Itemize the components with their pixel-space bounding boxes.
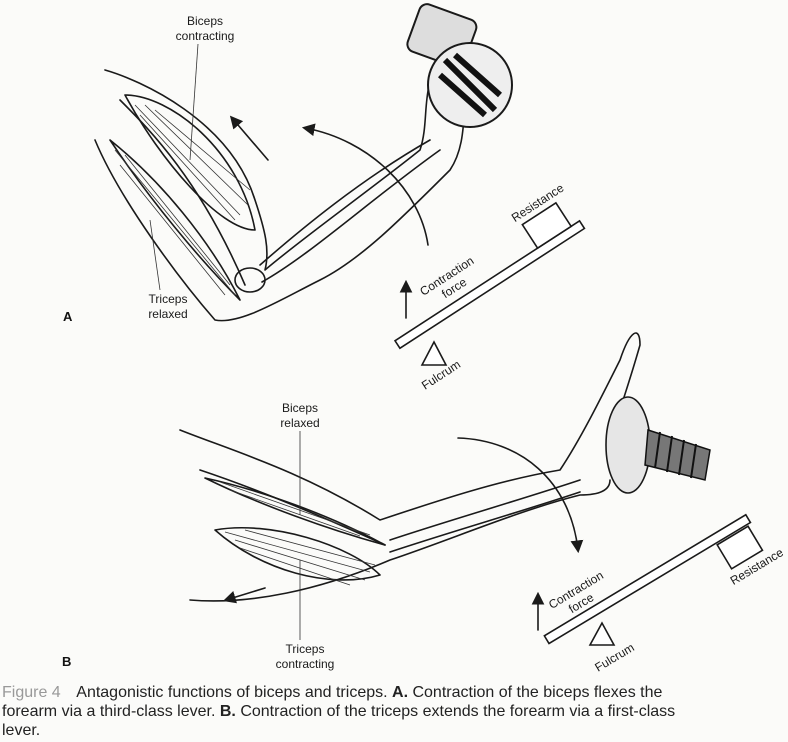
- triceps-leader-a: [149, 219, 161, 291]
- curved-motion-arrow-b: [457, 437, 584, 554]
- arm-a-direction-arrow: [229, 115, 269, 161]
- caption-b-text: Contraction of the triceps extends the f…: [2, 703, 676, 739]
- fulcrum-triangle-b: [588, 621, 616, 646]
- triceps-a-relaxed: [109, 139, 241, 301]
- lever-a: Resistance Contraction force Fulcrum: [393, 181, 586, 393]
- triceps-label-a-line2: relaxed: [148, 307, 187, 321]
- caption-a-text: Contraction of the biceps flexes the for…: [2, 684, 663, 720]
- panel-b-label: B: [62, 654, 71, 669]
- arm-a-flexed: [94, 59, 471, 322]
- biceps-label-a-line1: Biceps: [187, 14, 223, 28]
- biceps-leader-a: [189, 43, 199, 161]
- panel-a-label: A: [63, 309, 73, 324]
- dumbbell-b-icon: [605, 396, 711, 494]
- triceps-label-b-line1: Triceps: [286, 642, 325, 656]
- caption-b-marker: B.: [219, 703, 236, 720]
- figure-caption: Figure 4 Antagonistic functions of bicep…: [2, 683, 702, 740]
- dumbbell-a-icon: [406, 3, 513, 128]
- figure-number: Figure 4: [2, 684, 61, 701]
- curved-motion-arrow-a: [301, 123, 429, 246]
- lever-bar-b: [543, 513, 752, 645]
- triceps-label-b-line2: contracting: [276, 657, 335, 671]
- biceps-label-b-line1: Biceps: [282, 401, 318, 415]
- lever-bar-a: [393, 219, 586, 350]
- resistance-box-b: [716, 525, 764, 570]
- resistance-box-a: [521, 201, 573, 250]
- arm-b-direction-arrow: [222, 587, 266, 604]
- triceps-label-a-line1: Triceps: [149, 292, 188, 306]
- lever-b: Resistance Contraction force Fulcrum: [531, 513, 786, 675]
- caption-title: Antagonistic functions of biceps and tri…: [76, 684, 388, 701]
- caption-a-marker: A.: [392, 684, 409, 701]
- fulcrum-triangle-a: [420, 340, 448, 366]
- arm-b-extended: [179, 332, 641, 602]
- biceps-label-b-line2: relaxed: [280, 416, 319, 430]
- biceps-a-contracting: [124, 94, 256, 231]
- biceps-label-a-line2: contracting: [176, 29, 235, 43]
- biceps-b-relaxed: [204, 477, 386, 546]
